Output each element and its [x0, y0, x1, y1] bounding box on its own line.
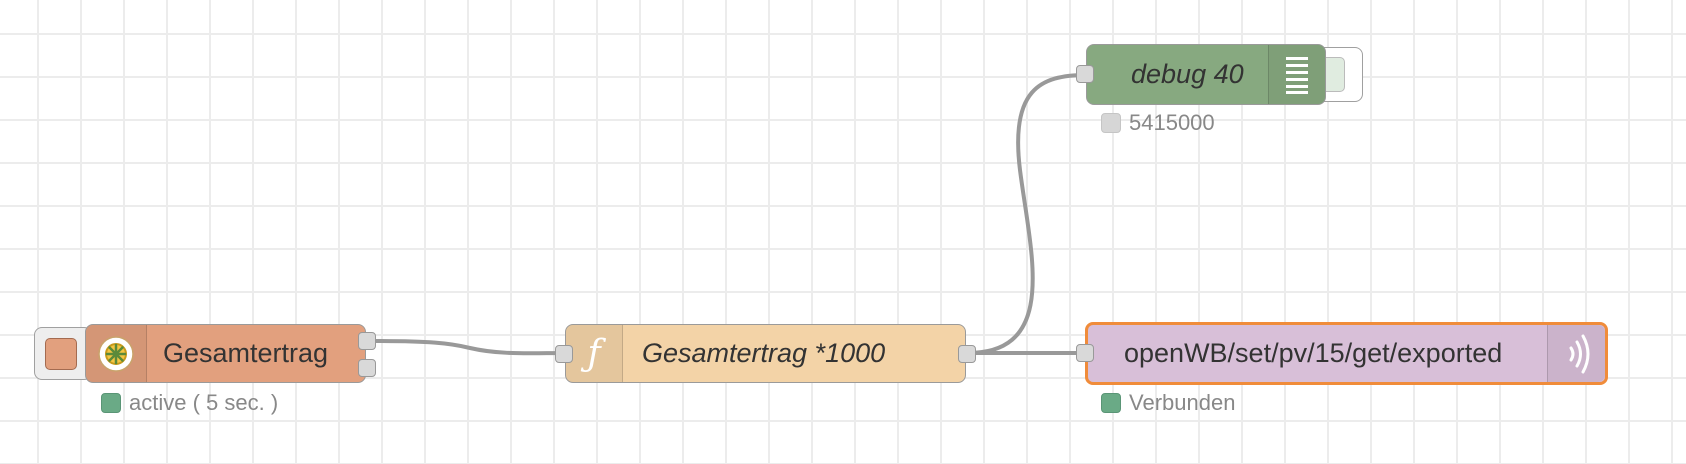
- inject-trigger-button[interactable]: [45, 338, 77, 370]
- debug-node-status: 5415000: [1101, 110, 1215, 136]
- mqtt-node-status: Verbunden: [1101, 390, 1235, 416]
- function-f-icon: ƒ: [587, 333, 601, 374]
- inject-output-port-2[interactable]: [358, 359, 376, 377]
- function-input-port[interactable]: [555, 345, 573, 363]
- debug-input-port[interactable]: [1076, 65, 1094, 83]
- inject-icon-area: [86, 325, 147, 382]
- inject-node[interactable]: Gesamtertrag: [85, 324, 376, 383]
- debug-icon-area: [1268, 45, 1325, 104]
- status-dot-grey: [1101, 113, 1121, 133]
- wire-inject-to-function[interactable]: [369, 339, 568, 356]
- function-node[interactable]: ƒ Gesamtertrag *1000: [555, 324, 976, 383]
- inject-output-port-1[interactable]: [358, 332, 376, 350]
- mqtt-node-label: openWB/set/pv/15/get/exported: [1124, 338, 1503, 368]
- inject-wheel-icon: [98, 335, 134, 372]
- inject-status-text: active ( 5 sec. ): [129, 390, 279, 415]
- mqtt-out-node[interactable]: openWB/set/pv/15/get/exported: [1076, 322, 1608, 385]
- debug-status-text: 5415000: [1129, 110, 1215, 135]
- status-dot-green: [1101, 393, 1121, 413]
- mqtt-broadcast-icon: [1569, 334, 1589, 373]
- function-icon-area: ƒ: [566, 325, 623, 382]
- status-dot-green: [101, 393, 121, 413]
- function-node-label: Gesamtertrag *1000: [642, 338, 886, 368]
- debug-list-icon: [1286, 56, 1308, 94]
- function-output-port[interactable]: [958, 345, 976, 363]
- wire-function-to-debug[interactable]: [967, 73, 1087, 355]
- inject-node-status: active ( 5 sec. ): [101, 390, 278, 416]
- mqtt-status-text: Verbunden: [1129, 390, 1236, 415]
- inject-trigger-button-frame[interactable]: [34, 327, 92, 380]
- inject-node-label: Gesamtertrag: [163, 338, 329, 368]
- mqtt-icon-area: [1547, 325, 1605, 382]
- mqtt-input-port[interactable]: [1076, 344, 1094, 362]
- debug-node[interactable]: debug 40: [1076, 44, 1326, 105]
- debug-node-label: debug 40: [1131, 59, 1244, 89]
